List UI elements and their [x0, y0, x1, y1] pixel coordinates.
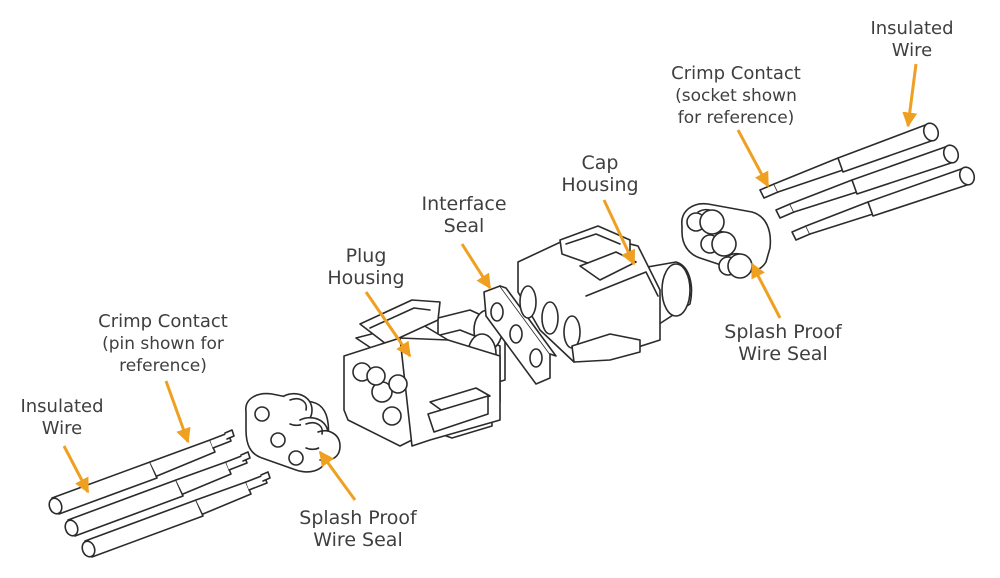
label-line: Interface [421, 193, 507, 215]
label-line: Wire [891, 40, 933, 61]
label-crimp-contact-right: Crimp Contact (socket shown for referenc… [671, 63, 801, 129]
label-line: Splash Proof [724, 321, 842, 343]
label-line: Insulated [870, 18, 954, 39]
leader-arrows [62, 63, 918, 501]
label-line: Wire [41, 418, 83, 439]
label-line: Housing [327, 267, 405, 289]
label-plug-housing: Plug Housing [327, 245, 404, 289]
arrow-insulated-wire-left [62, 445, 90, 494]
wire-left-2 [64, 451, 251, 537]
label-line: Plug [345, 245, 387, 267]
wire-right-2 [775, 144, 960, 219]
plug-housing [343, 299, 506, 447]
label-line: Cap [581, 152, 619, 174]
splash-proof-seal-right [681, 202, 772, 279]
label-splash-proof-left: Splash Proof Wire Seal [299, 507, 416, 551]
label-line: reference) [119, 356, 207, 376]
arrow-insulated-wire-right [902, 63, 918, 128]
label-line: Wire Seal [738, 343, 828, 365]
wire-left-3 [81, 471, 271, 558]
arrow-splash-proof-left [318, 450, 357, 501]
interface-seal [483, 285, 557, 385]
arrow-crimp-contact-right [736, 129, 770, 188]
label-line: Insulated [20, 396, 104, 417]
wire-right-1 [759, 122, 940, 199]
arrow-plug-housing [364, 291, 412, 358]
label-line: Seal [443, 215, 485, 237]
arrow-cap-housing [602, 199, 636, 266]
wire-left-1 [48, 429, 235, 515]
insulated-wires-right [759, 122, 976, 241]
label-line: Splash Proof [299, 507, 417, 529]
arrow-splash-proof-right [750, 262, 782, 319]
label-line: (socket shown [675, 86, 797, 106]
label-cap-housing: Cap Housing [561, 152, 638, 196]
label-line: Crimp Contact [671, 63, 801, 84]
label-line: Crimp Contact [98, 311, 228, 332]
label-interface-seal: Interface Seal [421, 193, 506, 237]
label-line: Housing [561, 174, 639, 196]
label-splash-proof-right: Splash Proof Wire Seal [724, 321, 841, 365]
label-insulated-wire-right: Insulated Wire [870, 18, 953, 62]
splash-proof-seal-left [245, 392, 341, 473]
arrow-interface-seal [460, 243, 492, 290]
label-line: Wire Seal [313, 529, 403, 551]
label-insulated-wire-left: Insulated Wire [20, 396, 103, 440]
insulated-wires-left [48, 429, 271, 558]
label-line: for reference) [677, 108, 795, 128]
label-crimp-contact-left: Crimp Contact (pin shown for reference) [98, 311, 228, 377]
arrow-crimp-contact-left [164, 380, 191, 444]
label-line: (pin shown for [102, 334, 224, 354]
wire-right-3 [791, 166, 976, 241]
